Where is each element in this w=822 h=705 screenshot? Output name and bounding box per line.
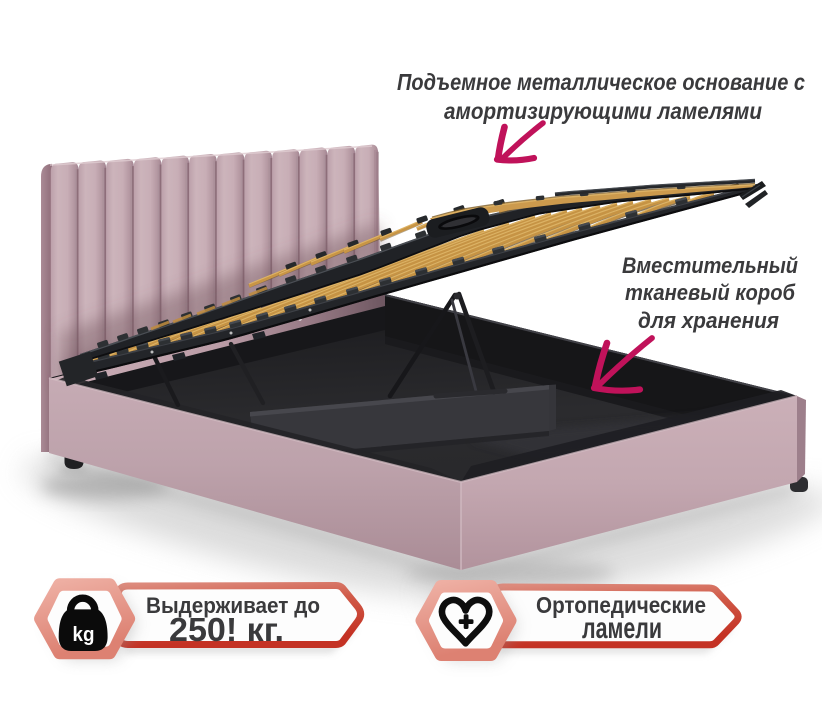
svg-text:Выдерживает до: Выдерживает до [146,593,320,618]
svg-text:ламели: ламели [582,612,662,645]
svg-text:Ортопедические: Ортопедические [536,592,706,618]
svg-text:Вместительный: Вместительный [622,253,798,278]
svg-text:250! кг.: 250! кг. [169,611,284,648]
svg-text:тканевый короб: тканевый короб [625,280,796,305]
svg-text:амортизирующими ламелями: амортизирующими ламелями [444,98,762,124]
svg-text:Подъемное металлическое основа: Подъемное металлическое основание с [397,69,805,95]
svg-text:для хранения: для хранения [638,308,779,333]
svg-text:kg: kg [73,623,95,646]
